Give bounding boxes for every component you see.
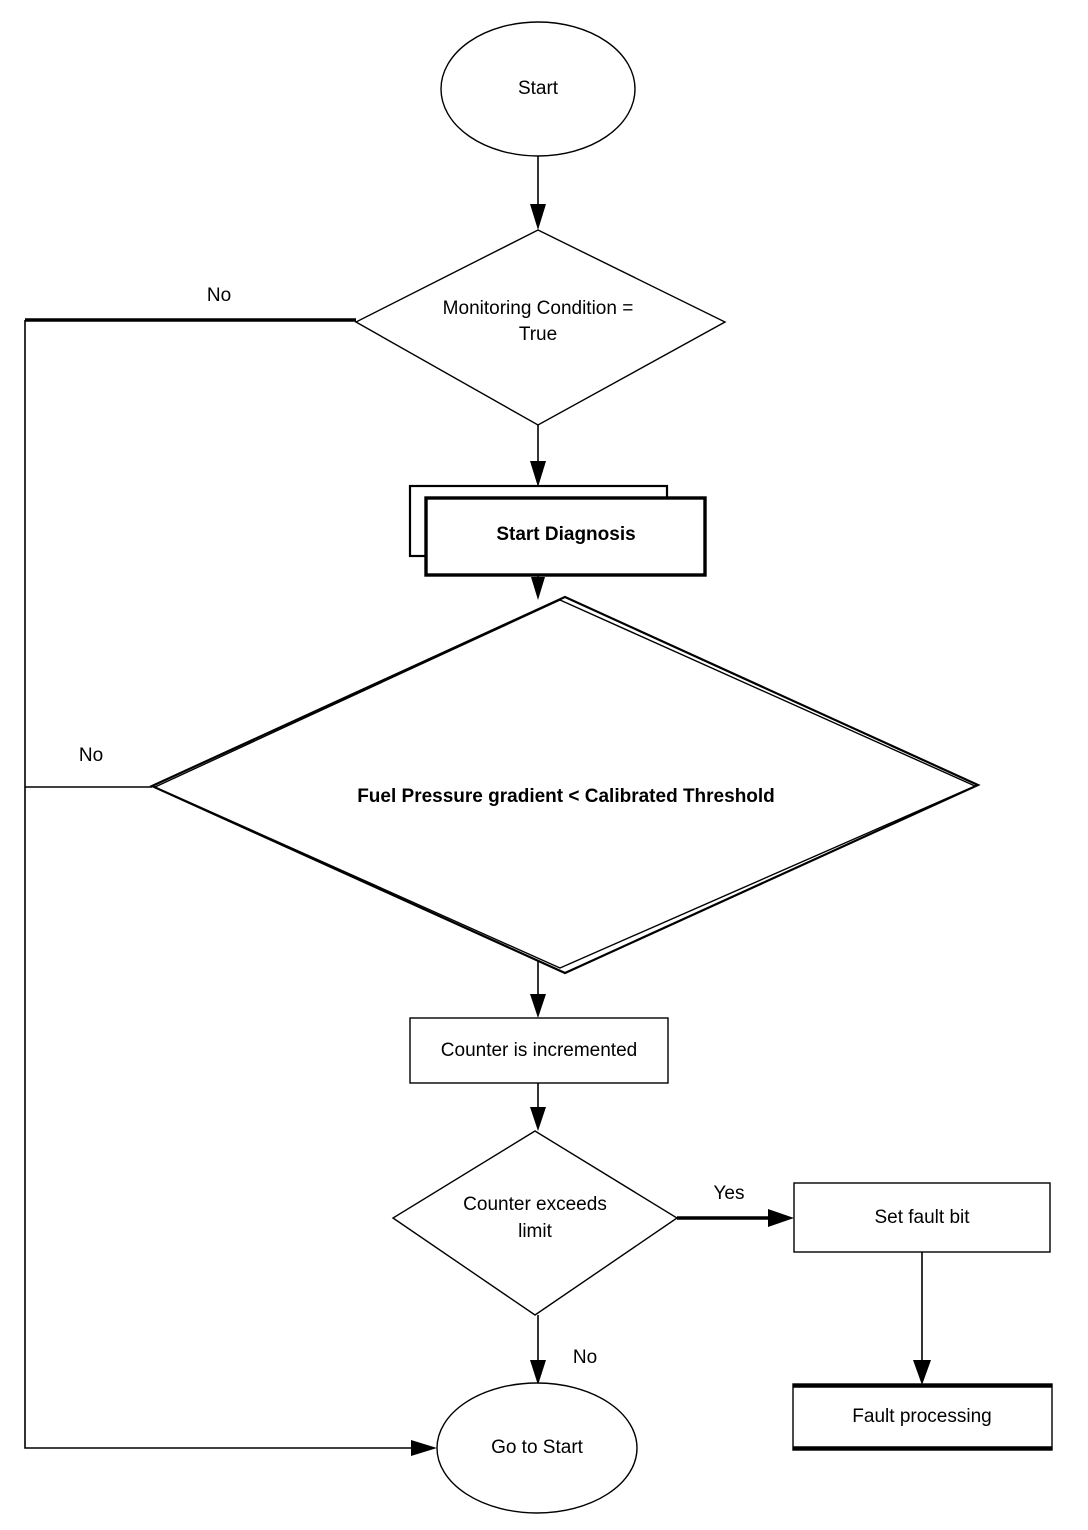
go-to-start-label: Go to Start (491, 1437, 584, 1458)
start-ellipse[interactable] (440, 21, 636, 157)
connector-monitoring-no-down-and-right (24, 320, 420, 1449)
node-counter-exceeds-limit[interactable]: Counter exceeds limit (391, 1130, 679, 1316)
start-label: Start (518, 78, 559, 99)
node-monitoring-condition[interactable]: Monitoring Condition = True (354, 229, 727, 426)
counter-incremented-label: Counter is incremented (441, 1040, 637, 1061)
counter-exceeds-limit-label-line2: limit (518, 1221, 552, 1242)
fuel-pressure-label: Fuel Pressure gradient < Calibrated Thre… (357, 786, 775, 807)
node-go-to-start[interactable]: Go to Start (436, 1382, 638, 1514)
arrowhead-fuelgrad-to-counterinc (530, 994, 546, 1018)
arrowhead-no-to-gotostart-top (530, 1360, 546, 1385)
counter-incremented-box[interactable] (409, 1017, 669, 1084)
arrowhead-no-to-gotostart (411, 1440, 437, 1456)
edge-label-fuelgrad-no: No (79, 745, 103, 766)
arrowhead-yes-to-setfault (768, 1209, 794, 1227)
set-fault-bit-box[interactable] (793, 1182, 1051, 1253)
node-counter-incremented[interactable]: Counter is incremented (409, 1017, 669, 1084)
node-fuel-pressure-gradient[interactable]: Fuel Pressure gradient < Calibrated Thre… (149, 595, 981, 975)
counter-exceeds-limit-label-line1: Counter exceeds (463, 1194, 607, 1215)
arrowhead-start-to-monitoring (530, 204, 546, 230)
arrowhead-monitoring-to-startdiag (530, 461, 546, 487)
set-fault-bit-label: Set fault bit (874, 1207, 970, 1228)
monitoring-condition-diamond[interactable] (354, 229, 727, 426)
go-to-start-ellipse[interactable] (436, 1382, 638, 1514)
node-set-fault-bit[interactable]: Set fault bit (793, 1182, 1051, 1253)
fault-processing-box[interactable] (792, 1383, 1053, 1451)
edge-label-counterlimit-no: No (573, 1347, 597, 1368)
start-diagnosis-label: Start Diagnosis (496, 524, 635, 545)
node-fault-processing[interactable]: Fault processing (792, 1383, 1053, 1451)
edge-label-counterlimit-yes: Yes (714, 1183, 745, 1204)
arrowhead-counterinc-to-counterlimit (530, 1107, 546, 1131)
node-start-diagnosis[interactable]: Start Diagnosis (408, 484, 707, 577)
monitoring-condition-label-line1: Monitoring Condition = (443, 298, 634, 319)
arrowhead-startdiag-to-fuelgrad (531, 577, 545, 600)
monitoring-condition-label-line2: True (519, 324, 557, 345)
fuel-pressure-diamond-inner-outline (153, 599, 977, 969)
arrowhead-setfault-to-faultproc (913, 1360, 931, 1385)
fault-processing-label: Fault processing (852, 1406, 991, 1427)
node-start[interactable]: Start (440, 21, 636, 157)
edge-label-monitoring-no: No (207, 285, 231, 306)
counter-exceeds-limit-diamond[interactable] (391, 1130, 679, 1316)
start-diagnosis-box[interactable] (424, 496, 707, 577)
